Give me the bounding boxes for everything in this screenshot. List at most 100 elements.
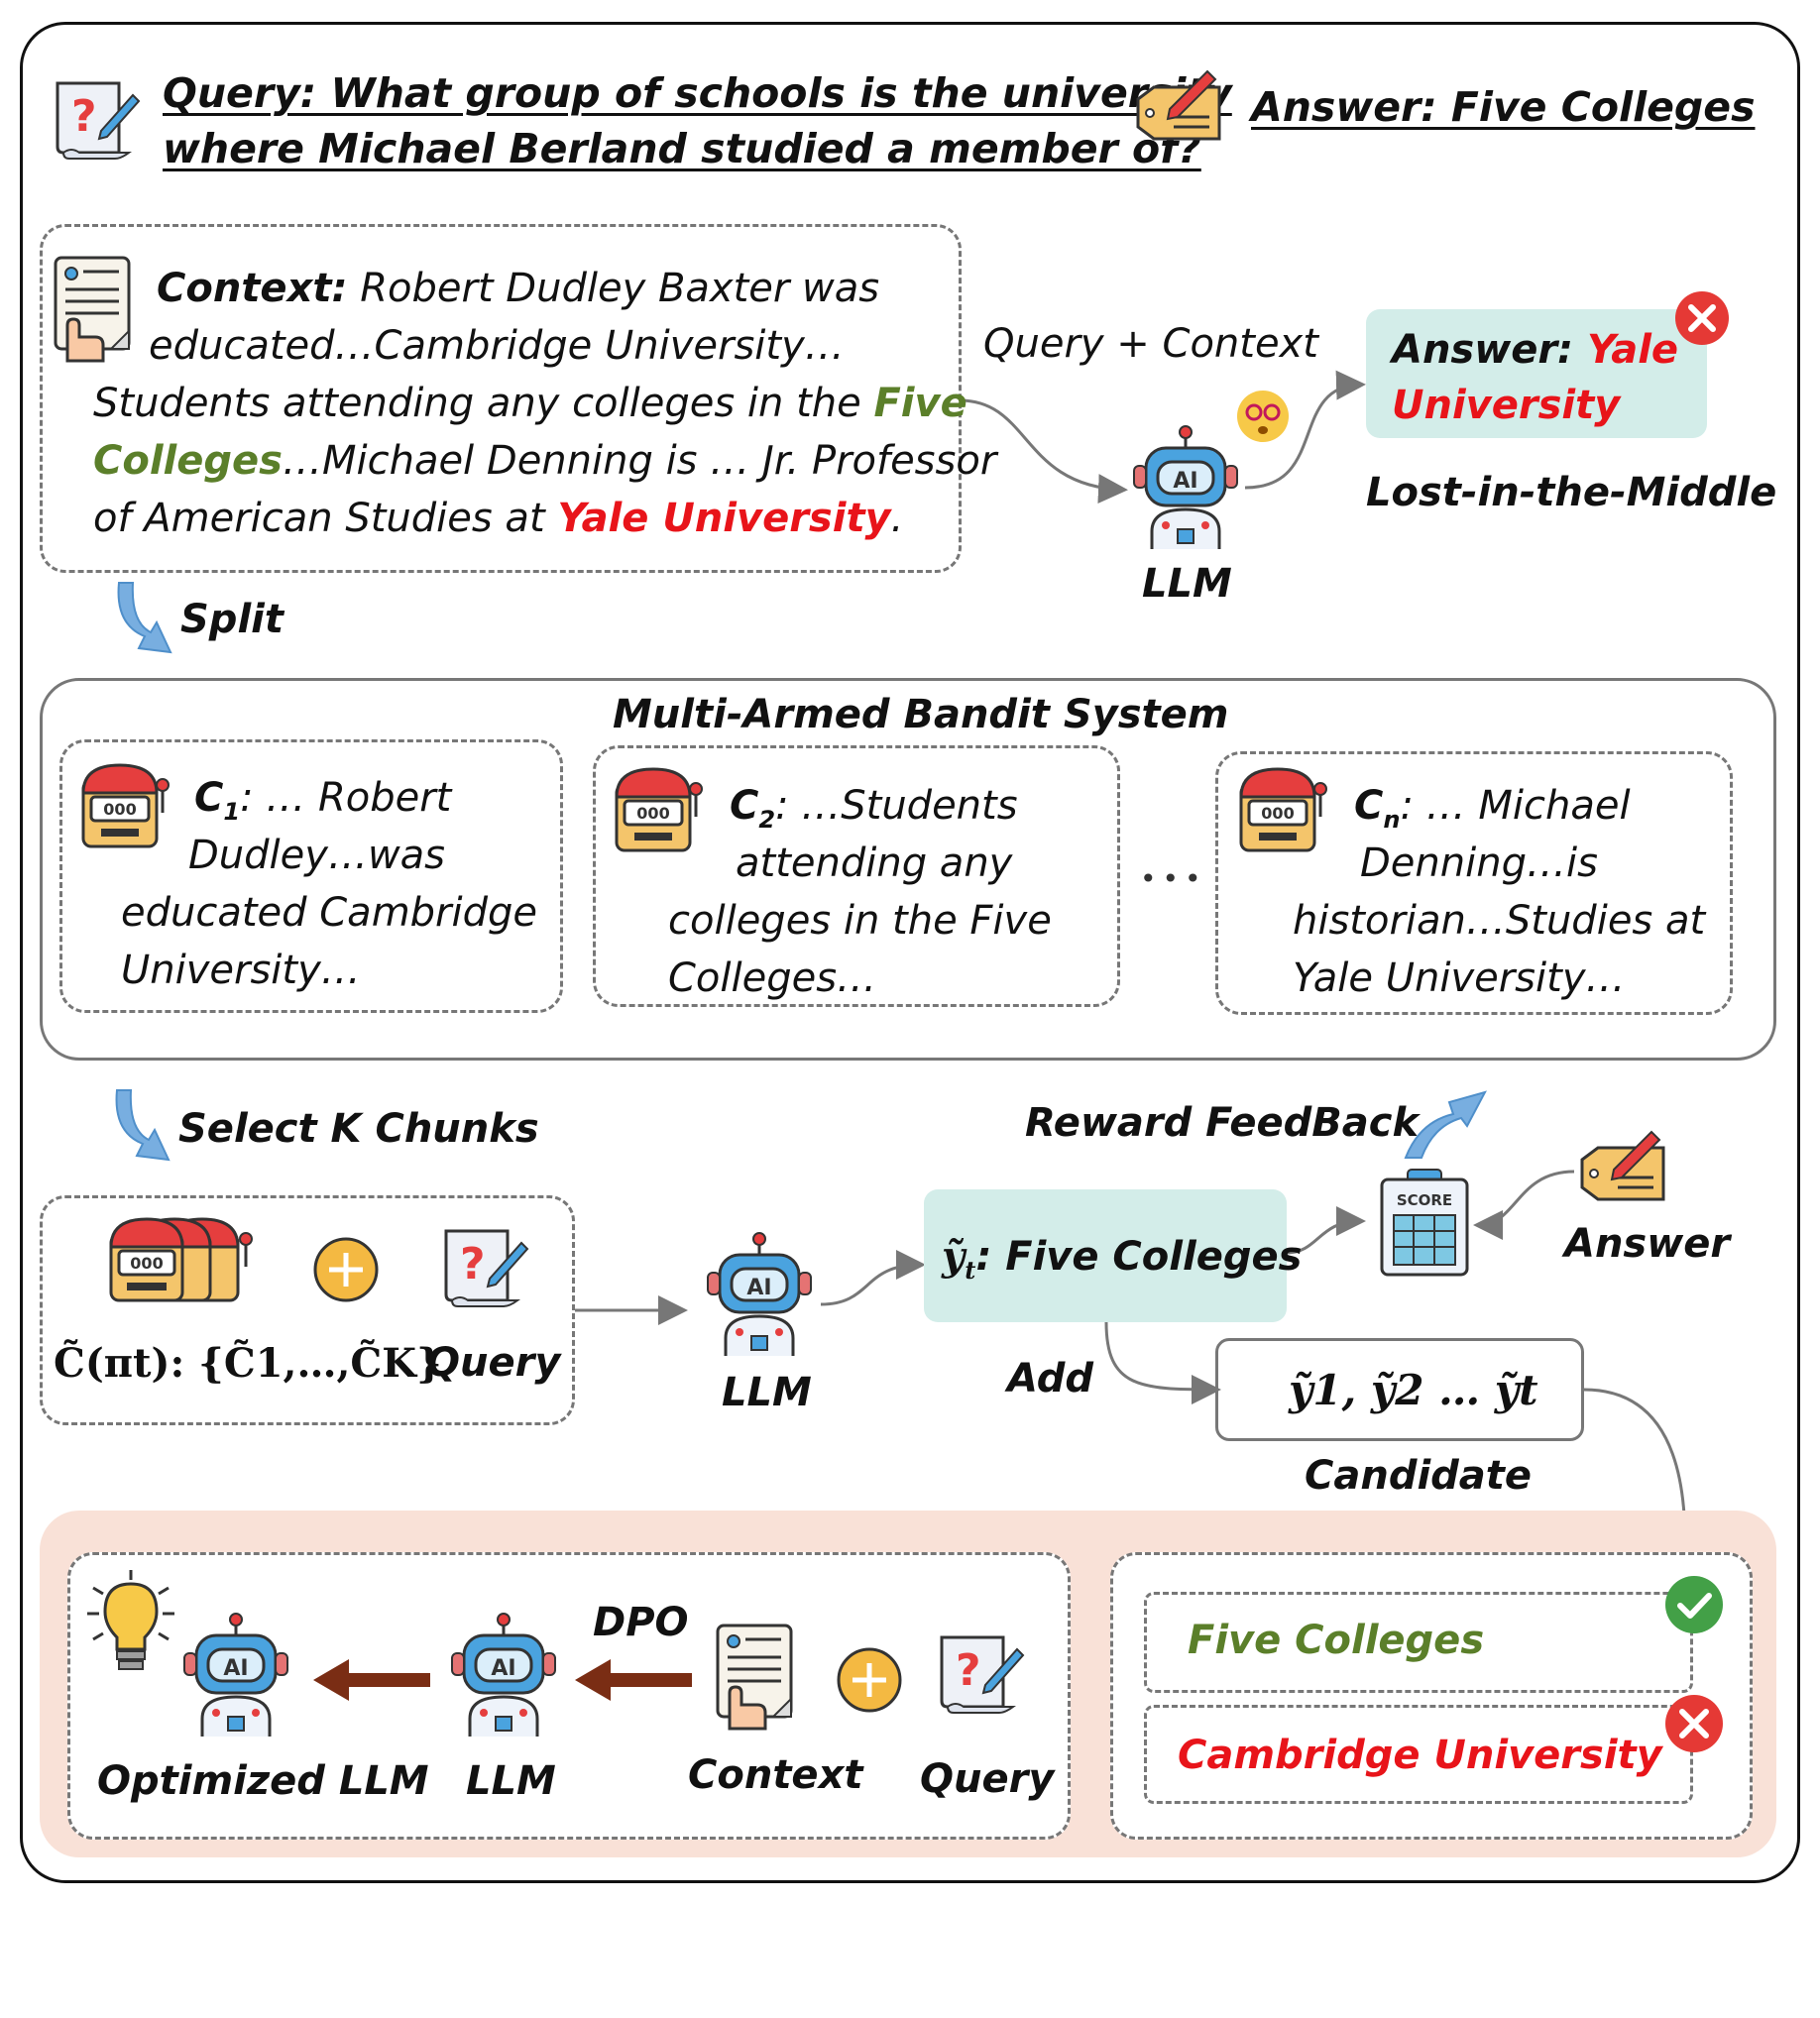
svg-text:?: ? [956,1645,981,1696]
context-document-icon [54,256,131,363]
context-line-1: Context: Robert Dudley Baxter was [157,260,879,317]
dizzy-face-icon [1237,391,1289,442]
svg-text:000: 000 [130,1254,163,1273]
chunk-n-box [1215,751,1733,1015]
candidate-formula: ỹ1, ỹ2 … ỹt [1289,1366,1538,1414]
arrow-llm-to-optimized [313,1659,430,1701]
bandit-title: Multi-Armed Bandit System [613,692,1229,737]
context-line-3: Students attending any colleges in the F… [93,375,967,432]
robot-icon-optimized: AI [183,1613,288,1737]
chunk-1-box [59,739,563,1013]
chunk-n-sub: n [1383,806,1401,834]
svg-text:?: ? [71,91,97,142]
context-line-1-rest: Robert Dudley Baxter was [347,266,880,311]
query-paper-icon-bottom: ? [940,1635,1025,1714]
candidate-label: Candidate [1305,1453,1533,1499]
slot-machines-icon: 000 [109,1217,253,1302]
context-line-4: Colleges…Michael Denning is … Jr. Profes… [93,432,996,490]
chunk-n-line-4: Yale University… [1293,955,1626,1001]
yt-answer: ỹt: Five Colleges [942,1233,1302,1285]
svg-text:000: 000 [1261,804,1294,823]
split-arrow-icon [117,582,172,654]
arrow-llm-to-yt [820,1250,926,1306]
svg-text:AI: AI [491,1656,515,1681]
chunk-1-line-4: University… [121,948,361,993]
chunk-1-label: C [194,775,224,821]
split-label: Split [180,597,284,642]
chunk-2-line-2: attending any [736,841,1013,886]
optimized-llm-label: Optimized LLM [97,1758,429,1804]
yt-symbol: ỹt [942,1233,976,1285]
chosen-box [1144,1592,1693,1693]
arrow-yt-to-candidate [1104,1321,1221,1404]
chunk-1-text-1: : … Robert [240,775,452,821]
robot-icon-top: AI [1133,425,1238,549]
scoreboard-icon: SCORE [1380,1169,1469,1277]
context-line-5c: . [890,496,904,541]
answer-pen-icon [1136,69,1221,141]
svg-text:AI: AI [746,1276,771,1300]
svg-text:?: ? [460,1239,486,1289]
query-label-bottom: Query [920,1756,1055,1802]
chunk-2-box [593,745,1120,1007]
dpo-label: DPO [593,1600,689,1645]
chunk-1-line-2: Dudley…was [188,833,446,878]
check-icon [1665,1576,1723,1633]
chunk-n-line-1: Cn: … Michael [1354,777,1631,848]
x-mark-icon-bottom [1665,1695,1723,1752]
wrong-answer-box [1366,309,1707,438]
bandit-system-box [40,678,1776,1061]
context-box [40,224,962,573]
wrong-answer-line-1: Answer: Yale [1392,327,1678,373]
answer-pen-icon-mid [1580,1130,1665,1201]
query-paper-icon-mid: ? [444,1229,529,1307]
query-line-2: where Michael Berland studied a member o… [163,125,1201,172]
answer-label-mid: Answer [1564,1221,1731,1267]
reward-arrow-icon [1404,1090,1487,1159]
selected-chunks-box [40,1195,575,1425]
add-label: Add [1007,1356,1093,1401]
chunk-2-line-4: Colleges… [668,955,877,1001]
context-yale: Yale University [557,496,891,541]
svg-text:000: 000 [103,800,136,819]
chunks-formula: C̃(πt): {C̃1,…,C̃K} [54,1340,442,1387]
x-mark-icon-top [1675,291,1729,345]
reward-feedback-label: Reward FeedBack [1025,1100,1420,1146]
lightbulb-icon [87,1570,174,1670]
context-line-4b: …Michael Denning is … Jr. Professor [282,438,997,484]
query-paper-icon: ? [56,81,141,160]
lost-in-middle-label: Lost-in-the-Middle [1366,470,1777,515]
yt-answer-text: : Five Colleges [975,1234,1303,1280]
chunk-n-line-3: historian…Studies at [1293,898,1706,944]
chunk-n-line-2: Denning…is [1360,841,1598,886]
chosen-answer: Five Colleges [1188,1618,1485,1663]
slot-machine-icon-n: 000 [1239,767,1327,852]
rejected-answer: Cambridge University [1178,1733,1662,1778]
llm-label-bottom: LLM [466,1758,556,1804]
svg-text:000: 000 [636,804,669,823]
rejected-box [1144,1705,1693,1804]
candidate-box [1215,1338,1584,1441]
chunk-2-label: C [730,783,759,829]
svg-text:AI: AI [1173,469,1197,494]
chunk-ellipsis: ••• [1140,862,1207,895]
context-document-icon-bottom [716,1624,793,1731]
context-label-bottom: Context [688,1752,863,1798]
plus-icon-bottom [837,1647,902,1713]
chunk-2-line-1: C2: …Students [730,777,1018,848]
context-line-3a: Students attending any colleges in the [93,381,874,426]
outer-frame [20,22,1800,1883]
context-line-5: of American Studies at Yale University. [93,490,903,547]
llm-label-top: LLM [1142,561,1232,607]
arrow-context-to-llm-bottom [575,1659,692,1701]
answer-header: Answer: Five Colleges [1251,83,1756,131]
robot-icon-llm-bottom: AI [451,1613,556,1737]
select-arrow-icon [115,1089,171,1162]
chunk-1-sub: 1 [223,798,241,826]
chunk-1-line-3: educated Cambridge [121,890,537,936]
plus-icon-mid [313,1237,379,1302]
query-label-mid: Query [426,1340,561,1386]
context-five: Five [873,381,967,426]
context-label: Context: [157,266,348,311]
svg-text:AI: AI [223,1656,248,1681]
